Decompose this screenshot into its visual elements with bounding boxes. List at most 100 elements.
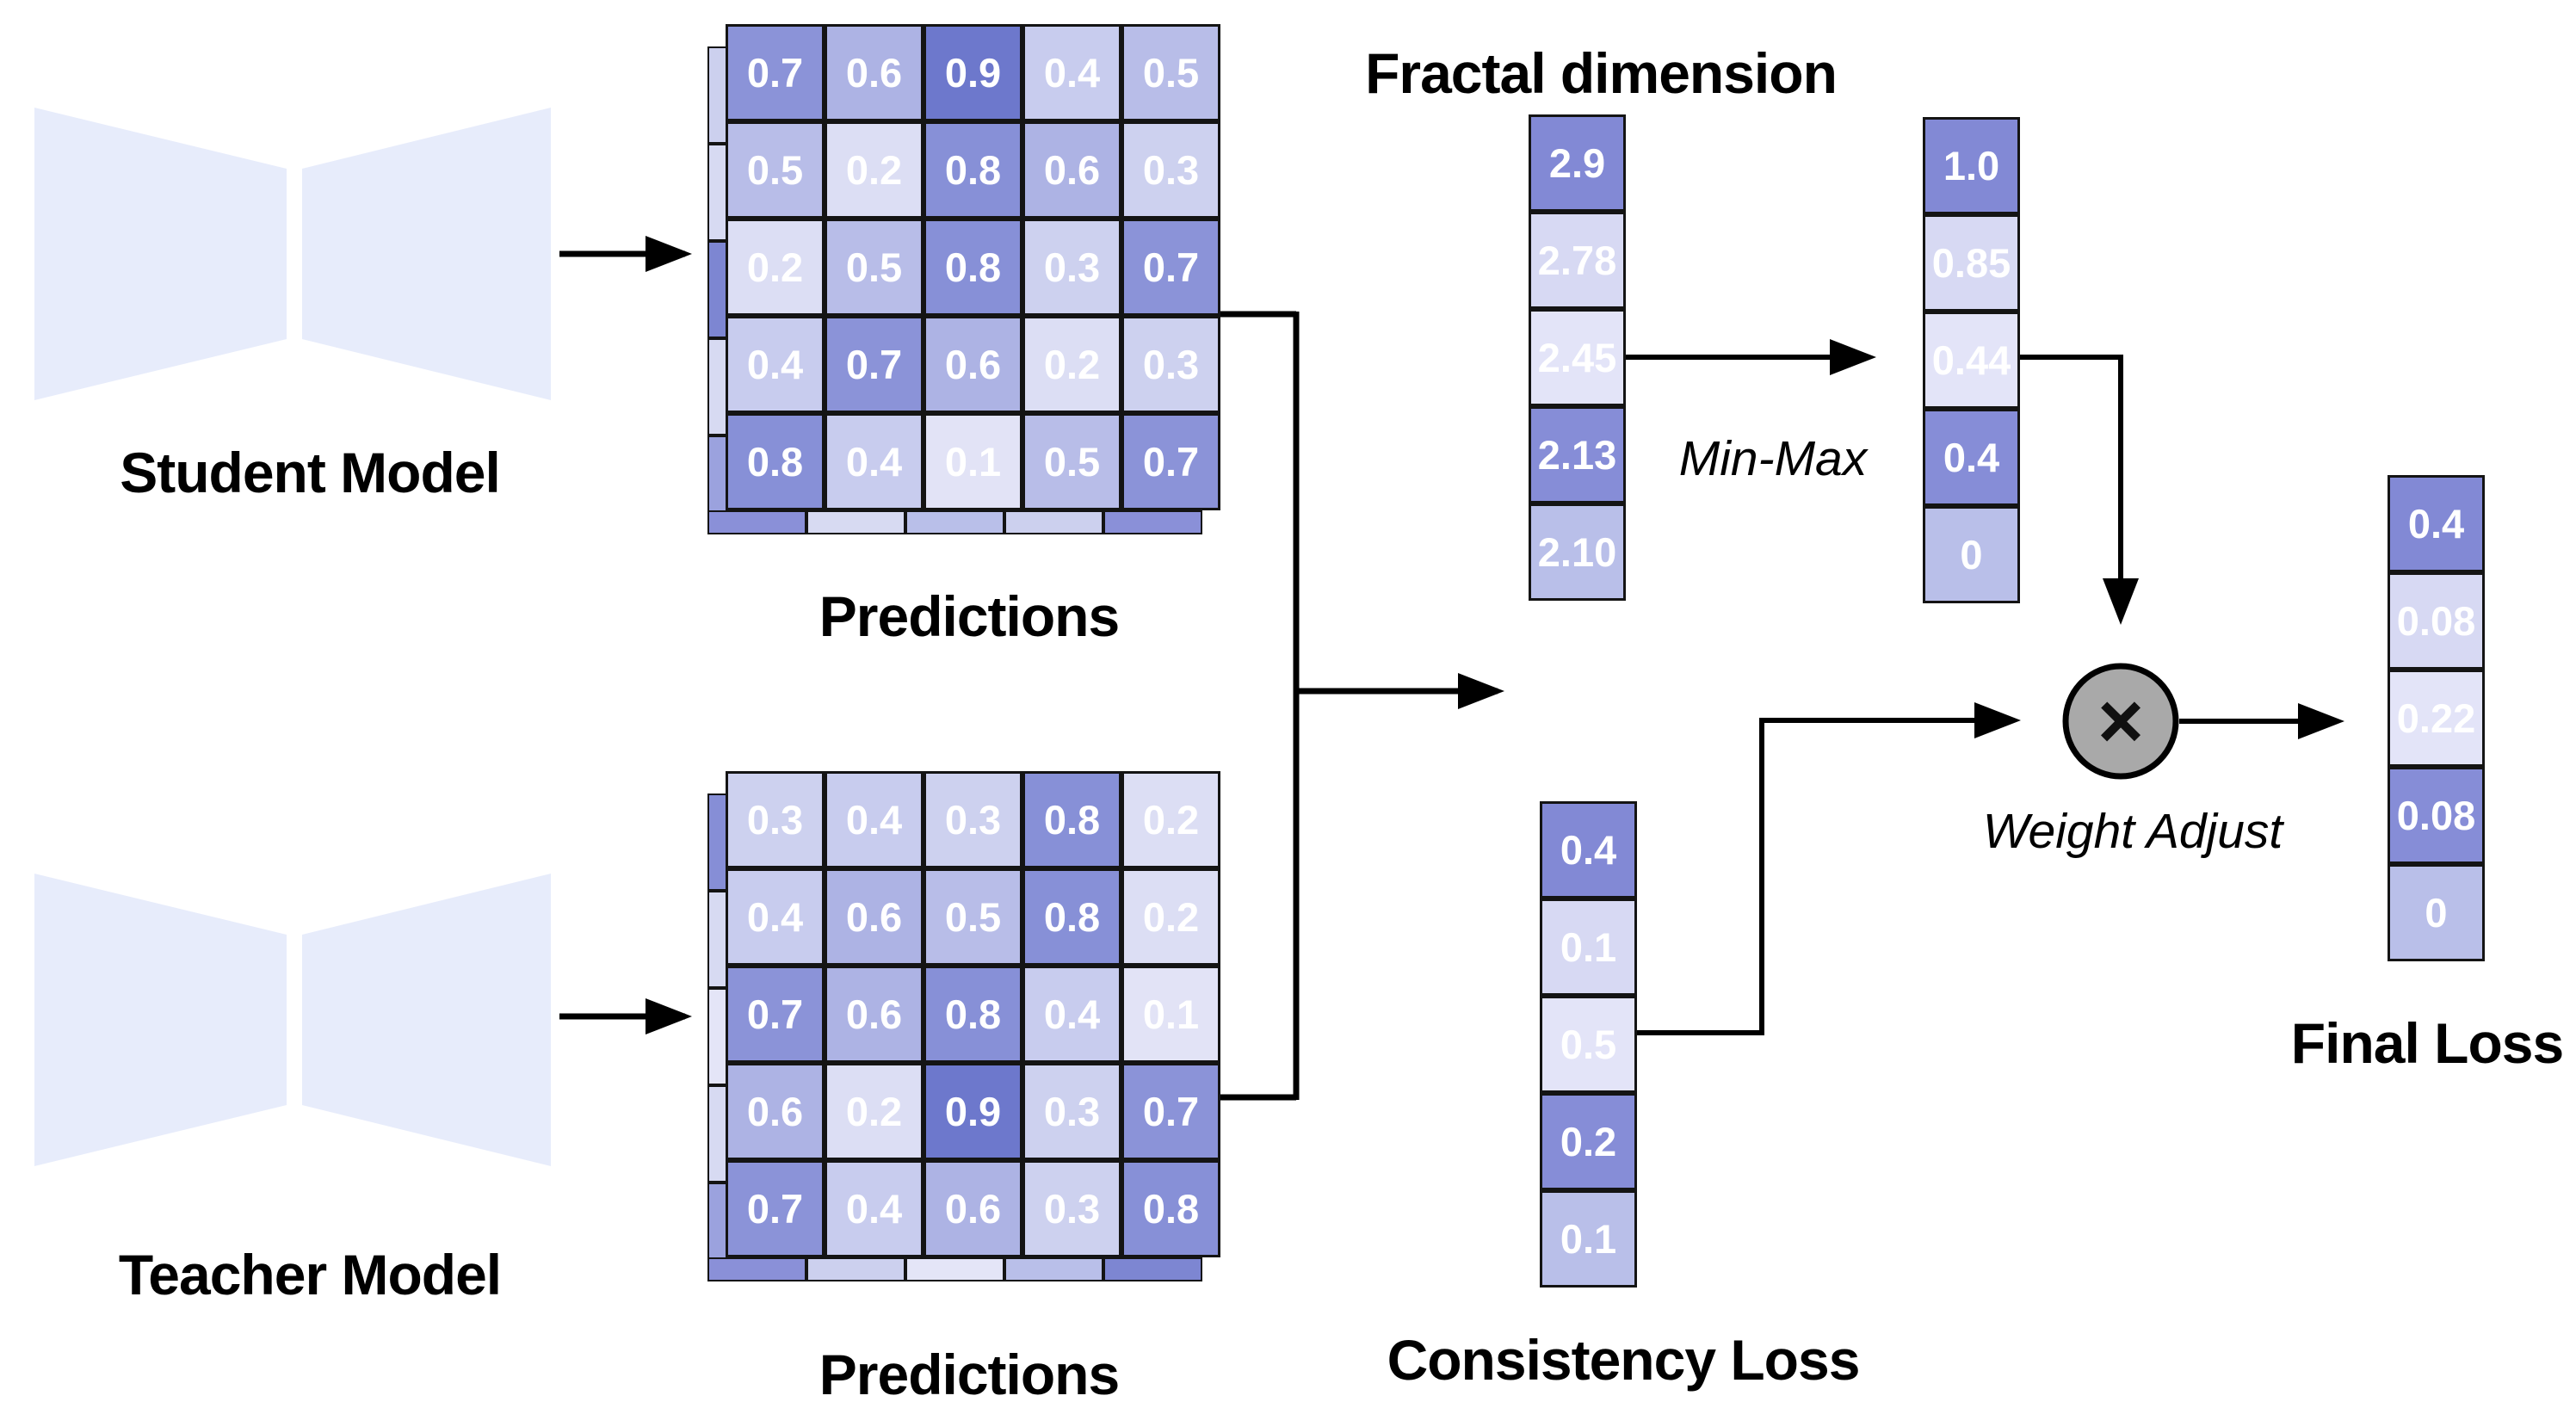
column-cell: 2.45 xyxy=(1529,309,1626,406)
matrix-cell: 0.3 xyxy=(1022,219,1121,316)
matrix-cell: 0.8 xyxy=(924,219,1022,316)
matrix-cell: 0.7 xyxy=(1121,413,1220,510)
teacher-model-label: Teacher Model xyxy=(118,1243,502,1306)
matrix-cell: 0.8 xyxy=(1121,1160,1220,1257)
column-cell: 0.4 xyxy=(1923,409,2020,506)
matrix-cell: 0.6 xyxy=(825,24,924,121)
matrix-shadow-strip xyxy=(707,1085,727,1183)
column-cell: 0.5 xyxy=(1540,996,1637,1093)
matrix-shadow-strip xyxy=(707,988,727,1085)
matrix-cell: 0.8 xyxy=(1022,868,1121,966)
matrix-cell: 0.7 xyxy=(1121,1063,1220,1160)
matrix-cell: 0.7 xyxy=(825,316,924,413)
column-cell: 0 xyxy=(2388,864,2485,961)
student-predictions-label: Predictions xyxy=(819,584,1120,648)
final-loss-title: Final Loss xyxy=(2290,1011,2564,1075)
matrix-shadow-strip xyxy=(707,891,727,988)
matrix-cell: 0.5 xyxy=(1121,24,1220,121)
matrix-cell: 0.2 xyxy=(726,219,825,316)
fractal-dimension-title: Fractal dimension xyxy=(1365,41,1838,105)
column-cell: 0.4 xyxy=(2388,475,2485,572)
matrix-shadow-strip xyxy=(1103,510,1202,534)
matrix-cell: 0.2 xyxy=(825,1063,924,1160)
matrix-cell: 0.6 xyxy=(726,1063,825,1160)
column-cell: 2.13 xyxy=(1529,406,1626,503)
column-cell: 1.0 xyxy=(1923,117,2020,214)
matrix-cell: 0.9 xyxy=(924,24,1022,121)
matrix-shadow-strip xyxy=(1103,1257,1202,1281)
minmax-to-multiplier-elbow xyxy=(2020,355,2139,625)
matrix-shadow-strip xyxy=(707,144,727,241)
matrix-cell: 0.4 xyxy=(825,1160,924,1257)
matrix-cell: 0.2 xyxy=(1121,868,1220,966)
matrix-cell: 0.4 xyxy=(825,771,924,868)
matrix-cell: 0.6 xyxy=(924,316,1022,413)
multiply-icon: × xyxy=(2097,677,2144,765)
matrix-cell: 0.1 xyxy=(924,413,1022,510)
matrix-shadow-strip xyxy=(905,1257,1004,1281)
matrix-shadow-strip xyxy=(707,1257,806,1281)
matrix-shadow-strip xyxy=(806,510,905,534)
matrix-cell: 0.3 xyxy=(1022,1160,1121,1257)
matrix-shadow-strip xyxy=(707,338,727,435)
student-model-shape-left xyxy=(34,108,287,400)
matrix-shadow-strip xyxy=(1004,510,1103,534)
matrix-cell: 0.5 xyxy=(825,219,924,316)
column-cell: 2.10 xyxy=(1529,503,1626,601)
column-cell: 0.08 xyxy=(2388,572,2485,670)
consistency-to-multiplier-elbow xyxy=(1637,702,2021,1035)
matrix-cell: 0.4 xyxy=(1022,966,1121,1063)
column-cell: 0.4 xyxy=(1540,801,1637,899)
column-cell: 0.1 xyxy=(1540,1190,1637,1288)
matrix-cell: 0.8 xyxy=(924,966,1022,1063)
matrix-shadow-strip xyxy=(707,46,727,144)
matrix-cell: 0.7 xyxy=(726,24,825,121)
teacher-predictions-label: Predictions xyxy=(819,1343,1120,1406)
column-cell: 0.44 xyxy=(1923,312,2020,409)
matrix-cell: 0.4 xyxy=(726,316,825,413)
matrix-cell: 0.5 xyxy=(726,121,825,219)
teacher-model-shape-right xyxy=(302,874,551,1166)
column-cell: 0.85 xyxy=(1923,214,2020,312)
column-cell: 2.78 xyxy=(1529,212,1626,309)
matrix-cell: 0.2 xyxy=(1022,316,1121,413)
matrix-cell: 0.8 xyxy=(924,121,1022,219)
matrix-cell: 0.4 xyxy=(1022,24,1121,121)
column-cell: 0.1 xyxy=(1540,899,1637,996)
matrix-cell: 0.3 xyxy=(1121,121,1220,219)
matrix-shadow-strip xyxy=(707,241,727,338)
matrix-cell: 0.5 xyxy=(1022,413,1121,510)
matrix-shadow-strip xyxy=(707,510,806,534)
matrix-cell: 0.8 xyxy=(1022,771,1121,868)
column-cell: 0.22 xyxy=(2388,670,2485,767)
column-cell: 0.08 xyxy=(2388,767,2485,864)
matrix-shadow-strip xyxy=(1004,1257,1103,1281)
column-cell: 2.9 xyxy=(1529,114,1626,212)
teacher-model-shape-left xyxy=(34,874,287,1166)
matrix-cell: 0.3 xyxy=(726,771,825,868)
column-cell: 0.2 xyxy=(1540,1093,1637,1190)
matrix-cell: 0.2 xyxy=(825,121,924,219)
column-cell: 0 xyxy=(1923,506,2020,603)
matrix-cell: 0.4 xyxy=(825,413,924,510)
matrix-cell: 0.8 xyxy=(726,413,825,510)
matrix-shadow-strip xyxy=(905,510,1004,534)
matrix-cell: 0.6 xyxy=(1022,121,1121,219)
matrix-cell: 0.9 xyxy=(924,1063,1022,1160)
matrix-cell: 0.1 xyxy=(1121,966,1220,1063)
matrix-cell: 0.7 xyxy=(726,1160,825,1257)
minmax-label: Min-Max xyxy=(1678,431,1868,486)
matrix-shadow-strip xyxy=(707,794,727,891)
matrix-cell: 0.5 xyxy=(924,868,1022,966)
matrix-cell: 0.3 xyxy=(924,771,1022,868)
matrix-cell: 0.6 xyxy=(825,868,924,966)
matrix-cell: 0.6 xyxy=(825,966,924,1063)
matrix-cell: 0.4 xyxy=(726,868,825,966)
multiply-node xyxy=(2062,663,2179,780)
student-model-shape-right xyxy=(302,108,551,400)
matrix-cell: 0.7 xyxy=(1121,219,1220,316)
matrix-cell: 0.3 xyxy=(1121,316,1220,413)
matrix-cell: 0.2 xyxy=(1121,771,1220,868)
